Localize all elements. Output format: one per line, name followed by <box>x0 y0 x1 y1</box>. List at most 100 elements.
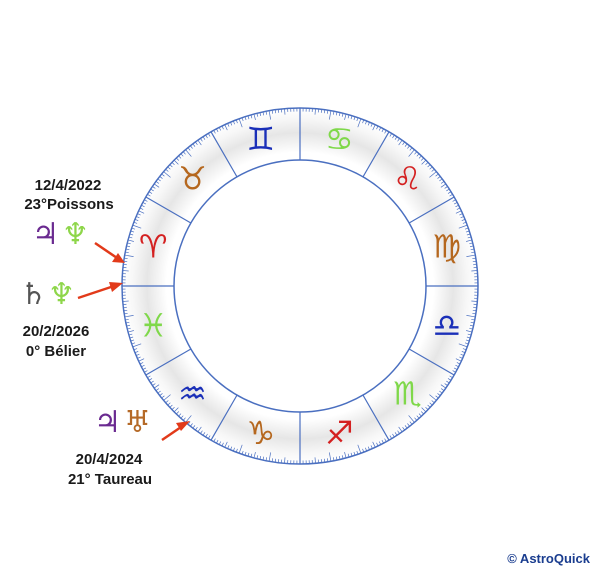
sign-divider <box>362 394 390 441</box>
sign-divider <box>210 131 238 178</box>
outer-ring <box>121 107 479 465</box>
degree-tick <box>253 113 256 120</box>
sign-divider <box>408 196 455 224</box>
neptune-icon: ♆ <box>48 277 75 312</box>
degree-tick <box>127 330 134 333</box>
conjunction-2022-position: 23°Poissons <box>24 196 114 213</box>
degree-tick <box>314 457 316 464</box>
zodiac-glyphs: ♈♉♊♋♌♍♎♏♐♑♒♓ <box>139 120 461 452</box>
degree-tick <box>357 118 362 128</box>
degree-tick <box>466 315 476 318</box>
degree-tick <box>238 444 243 454</box>
degree-tick <box>408 415 415 423</box>
degree-tick <box>421 159 427 165</box>
degree-tick <box>466 330 473 333</box>
aquarius-icon: ♒ <box>178 374 207 412</box>
degree-tick <box>224 441 228 448</box>
degree-tick <box>466 239 473 242</box>
sign-divider <box>362 131 390 178</box>
degree-tick <box>173 407 179 413</box>
degree-tick <box>421 407 427 413</box>
degree-tick <box>455 210 462 214</box>
degree-tick <box>458 343 468 348</box>
degree-tick <box>197 426 202 433</box>
degree-tick <box>185 149 192 157</box>
leo-icon: ♌ <box>393 160 422 198</box>
degree-tick <box>124 315 134 318</box>
degree-tick <box>329 452 332 462</box>
sign-divider <box>145 348 192 376</box>
degree-tick <box>132 343 142 348</box>
degree-tick <box>163 394 171 401</box>
sagittarius-icon: ♐ <box>325 414 354 452</box>
degree-tick <box>185 415 192 423</box>
degree-tick <box>173 159 179 165</box>
saturn-icon: ♄ <box>20 277 47 312</box>
libra-icon: ♎ <box>432 306 461 344</box>
pisces-icon: ♓ <box>139 306 168 344</box>
degree-tick <box>153 384 160 389</box>
degree-tick <box>253 452 256 459</box>
degree-tick <box>344 452 347 459</box>
degree-tick <box>471 270 478 272</box>
taurus-icon: ♉ <box>178 160 207 198</box>
degree-tick <box>132 224 142 229</box>
degree-tick <box>429 394 437 401</box>
sign-divider <box>210 394 238 441</box>
degree-tick <box>372 441 376 448</box>
degree-tick <box>153 183 160 188</box>
conjunction-arrows <box>77 241 190 442</box>
jupiter-icon: ♃ <box>32 217 59 252</box>
degree-tick <box>398 139 403 146</box>
degree-tick <box>197 139 202 146</box>
degree-tick <box>398 426 403 433</box>
uranus-icon: ♅ <box>124 405 151 440</box>
gemini-icon: ♊ <box>246 120 275 158</box>
sign-divider <box>145 196 192 224</box>
arrow-2026-head <box>109 282 123 292</box>
degree-tick <box>138 210 145 214</box>
aries-icon: ♈ <box>139 228 168 266</box>
degree-tick <box>122 270 129 272</box>
degree-tick <box>268 452 271 462</box>
degree-tick <box>284 457 286 464</box>
arrow-2022-head <box>112 253 125 263</box>
sign-divider <box>408 348 455 376</box>
copyright-notice: © AstroQuick <box>507 551 590 566</box>
conjunction-2026-date: 20/2/2026 <box>22 323 90 340</box>
degree-tick <box>138 358 145 362</box>
degree-tick <box>122 300 129 302</box>
degree-tick <box>284 108 286 115</box>
degree-tick <box>458 224 468 229</box>
capricorn-icon: ♑ <box>246 414 275 452</box>
virgo-icon: ♍ <box>432 228 461 266</box>
conjunction-2022-date: 12/4/2022 <box>34 177 102 194</box>
degree-tick <box>124 254 134 257</box>
degree-tick <box>314 108 316 115</box>
degree-tick <box>329 110 332 120</box>
degree-tick <box>440 384 447 389</box>
degree-tick <box>466 254 476 257</box>
degree-tick <box>268 110 271 120</box>
degree-tick <box>372 124 376 131</box>
degree-tick <box>163 171 171 178</box>
arrow-2024-head <box>176 421 190 431</box>
degree-tick <box>455 358 462 362</box>
scorpio-icon: ♏ <box>393 374 422 412</box>
arrow-2026 <box>77 283 118 300</box>
conjunction-2026-position: 0° Bélier <box>25 343 87 360</box>
degree-tick <box>344 113 347 120</box>
degree-tick <box>357 444 362 454</box>
conjunction-2024-date: 20/4/2024 <box>75 451 143 468</box>
degree-tick <box>471 300 478 302</box>
neptune-icon: ♆ <box>62 217 89 252</box>
jupiter-icon: ♃ <box>94 405 121 440</box>
degree-tick <box>440 183 447 188</box>
degree-tick <box>127 239 134 242</box>
degree-tick <box>238 118 243 128</box>
conjunction-2024-position: 21° Taureau <box>67 471 153 488</box>
degree-tick <box>429 171 437 178</box>
inner-ring <box>173 159 427 413</box>
degree-tick <box>224 124 228 131</box>
